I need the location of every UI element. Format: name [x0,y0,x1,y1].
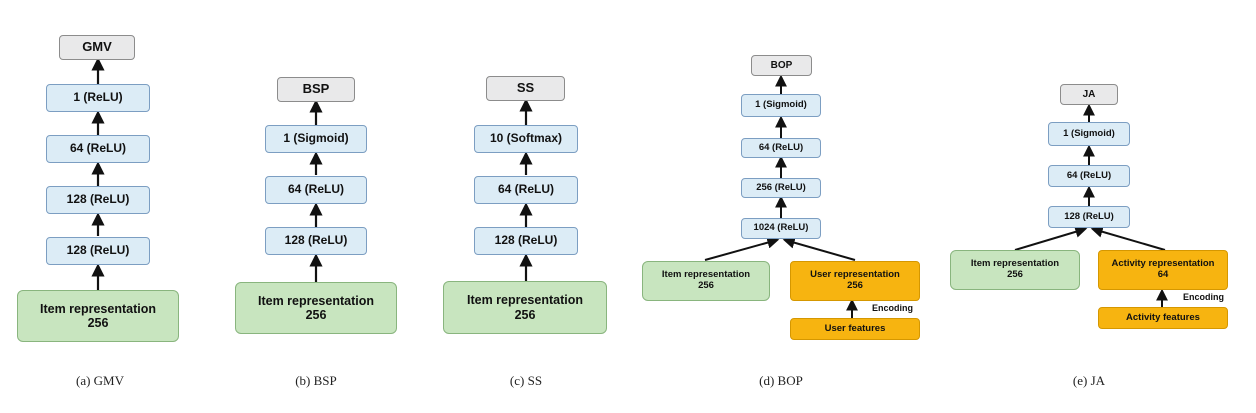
activity-features-node: Activity features [1098,307,1228,329]
caption: (a) GMV [75,373,125,388]
item-representation-node: Item representation 256 [17,290,179,342]
encoding-label: Encoding [872,303,913,313]
layer-node: 128 (ReLU) [1048,206,1130,228]
user-representation-node: User representation 256 [790,261,920,301]
bop-arrows [704,74,858,318]
encoding-label: Encoding [1183,292,1224,302]
representation-dim: 256 [1007,269,1023,280]
output-node: SS [486,76,565,101]
layer-node: 1024 (ReLU) [741,218,821,239]
representation-dim: 64 [1157,269,1169,280]
layer-node: 1 (Sigmoid) [1048,122,1130,146]
caption: (e) JA [1072,373,1106,388]
item-representation-node: Item representation 256 [642,261,770,301]
layer-node: 10 (Softmax) [474,125,578,153]
layer-node: 128 (ReLU) [265,227,367,255]
ja-arrows [1014,103,1168,307]
layer-node: 256 (ReLU) [741,178,821,198]
layer-node: 1 (ReLU) [46,84,150,112]
representation-dim: 256 [698,280,714,291]
caption: (c) SS [509,373,543,388]
caption: (d) BOP [759,373,803,388]
representation-dim: 256 [514,307,536,322]
representation-title: User representation [810,269,900,281]
layer-node: 1 (Sigmoid) [265,125,367,153]
caption: (b) BSP [295,373,337,388]
layer-node: 64 (ReLU) [265,176,367,204]
representation-dim: 256 [87,316,109,330]
layer-node: 128 (ReLU) [46,237,150,265]
representation-dim: 256 [305,308,327,322]
layer-node: 128 (ReLU) [474,227,578,255]
representation-title: Item representation [257,293,374,308]
user-features-node: User features [790,318,920,340]
representation-title: Item representation [661,269,751,281]
representation-title: Item representation [39,301,156,316]
layer-node: 64 (ReLU) [741,138,821,158]
representation-title: Item representation [466,293,583,308]
output-node: BOP [751,55,812,76]
output-node: GMV [59,35,135,60]
item-representation-node: Item representation 256 [443,281,607,334]
item-representation-node: Item representation 256 [950,250,1080,290]
representation-title: Activity representation [1111,258,1215,270]
layer-node: 64 (ReLU) [474,176,578,204]
representation-dim: 256 [847,280,863,291]
layer-node: 64 (ReLU) [1048,165,1130,187]
output-node: JA [1060,84,1118,105]
layer-node: 1 (Sigmoid) [741,94,821,117]
layer-node: 128 (ReLU) [46,186,150,214]
output-node: BSP [277,77,355,102]
activity-representation-node: Activity representation 64 [1098,250,1228,290]
representation-title: Item representation [970,258,1060,270]
item-representation-node: Item representation 256 [235,282,397,334]
layer-node: 64 (ReLU) [46,135,150,163]
